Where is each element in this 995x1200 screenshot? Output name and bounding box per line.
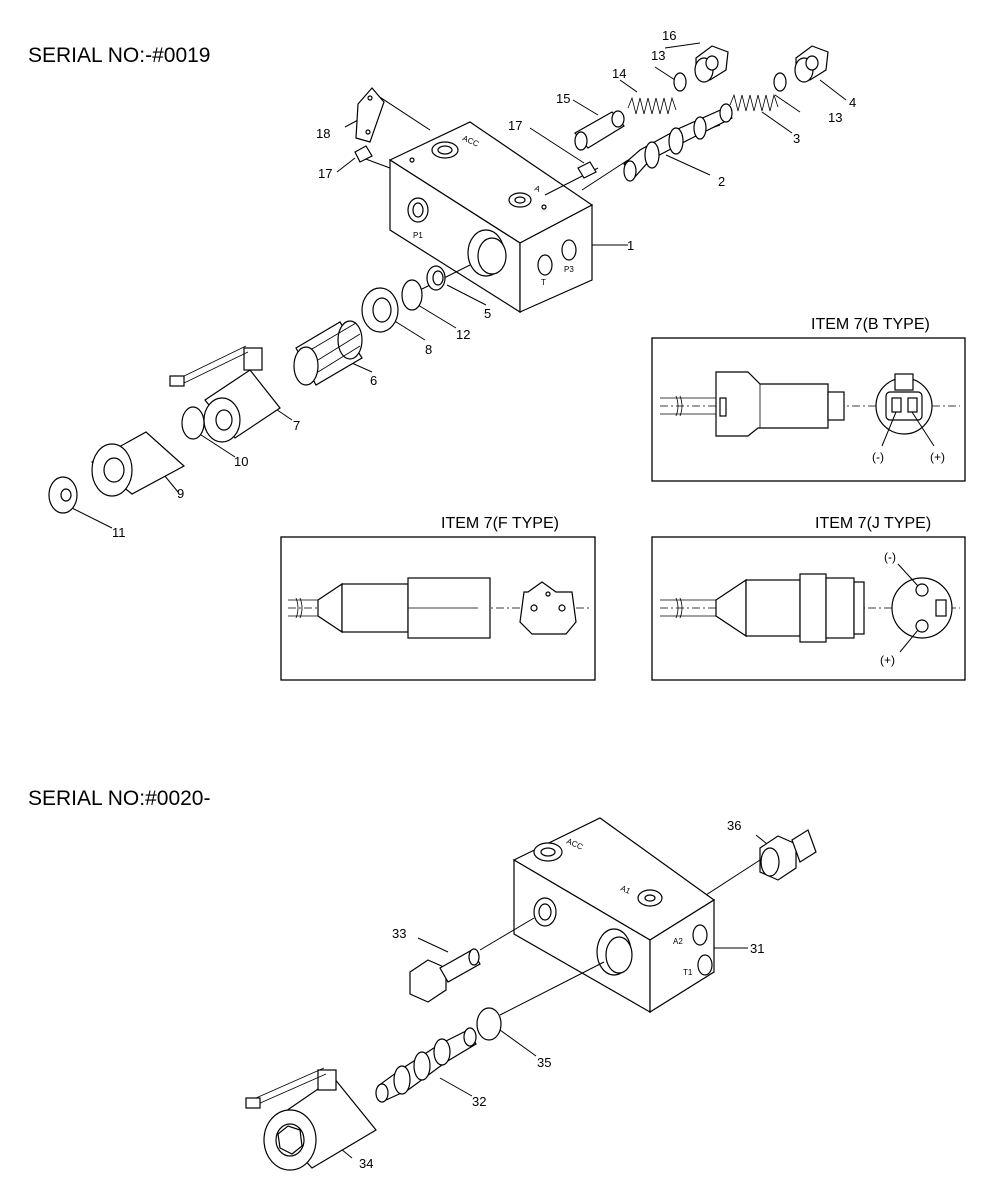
- callout-13a: 13: [651, 48, 665, 63]
- o-ring-part-13a: [673, 72, 687, 92]
- plug-part-4: [794, 45, 829, 83]
- pin-part-15: [574, 110, 625, 151]
- callout-8: 8: [425, 342, 432, 357]
- port-a-label: A: [533, 184, 542, 195]
- serial-heading-bottom: SERIAL NO:#0020-: [28, 787, 210, 810]
- spool-part-32: [375, 1027, 477, 1103]
- inset-j-type-title: ITEM 7(J TYPE): [815, 515, 931, 532]
- set-screw-part-17a: [354, 145, 373, 163]
- inset-b-plus-label: (+): [930, 450, 945, 464]
- callout-9: 9: [177, 486, 184, 501]
- port-t1-label: T1: [683, 968, 693, 977]
- callout-7: 7: [293, 418, 300, 433]
- callout-36: 36: [727, 818, 741, 833]
- port-a2-label: A2: [673, 937, 683, 946]
- callout-12: 12: [456, 327, 470, 342]
- port-p3-label: P3: [564, 265, 574, 274]
- serial-heading-top: SERIAL NO:-#0019: [28, 44, 210, 67]
- set-screw-part-17b: [577, 161, 597, 179]
- callout-14: 14: [612, 66, 626, 81]
- bolt-part-33: [409, 948, 481, 1003]
- valve-block-1: P1 T P3 A ACC: [388, 121, 594, 314]
- callout-32: 32: [472, 1094, 486, 1109]
- callout-11: 11: [112, 525, 126, 540]
- port-p1-label: P1: [413, 231, 423, 240]
- plate-part-18: [355, 87, 385, 143]
- o-ring-part-13b: [773, 72, 787, 92]
- inset-j-type: ITEM 7(J TYPE) (-) (+): [651, 515, 966, 681]
- callout-3: 3: [793, 131, 800, 146]
- callout-13b: 13: [828, 110, 842, 125]
- callout-33: 33: [392, 926, 406, 941]
- o-ring-part-12: [401, 279, 423, 311]
- callout-17b: 17: [508, 118, 522, 133]
- callout-5: 5: [484, 306, 491, 321]
- leader-lines-bottom: [329, 834, 773, 1159]
- o-ring-part-35: [476, 1007, 502, 1041]
- callout-17a: 17: [318, 166, 332, 181]
- inset-b-type-title: ITEM 7(B TYPE): [811, 316, 930, 333]
- valve-block-31: A2 T1 A1 ACC: [512, 817, 716, 1014]
- callout-10: 10: [234, 454, 248, 469]
- coil-part-34: [245, 1067, 377, 1171]
- callout-34: 34: [359, 1156, 373, 1171]
- callout-18: 18: [316, 126, 330, 141]
- callout-1: 1: [627, 238, 634, 253]
- o-ring-part-10: [181, 406, 205, 440]
- fitting-part-36: [759, 829, 817, 881]
- cover-part-9: [90, 431, 186, 497]
- spool-part-2: [623, 103, 733, 182]
- nut-part-8: [361, 287, 399, 333]
- inset-f-type: ITEM 7(F TYPE): [280, 515, 596, 681]
- coil-part-7: [169, 345, 281, 443]
- port-a1-label: A1: [619, 884, 632, 896]
- port-t-label: T: [541, 278, 546, 287]
- callout-6: 6: [370, 373, 377, 388]
- tube-part-6: [293, 320, 363, 386]
- inset-j-minus-label: (-): [884, 550, 896, 564]
- inset-b-minus-label: (-): [872, 450, 884, 464]
- inset-f-type-title: ITEM 7(F TYPE): [441, 515, 559, 532]
- callout-31: 31: [750, 941, 764, 956]
- spring-part-3: [729, 93, 779, 112]
- spring-part-14: [627, 96, 677, 115]
- nut-part-11: [48, 476, 78, 514]
- plug-part-16: [694, 45, 729, 83]
- seal-part-5: [426, 265, 446, 291]
- callout-16: 16: [662, 28, 676, 43]
- callout-4: 4: [849, 95, 856, 110]
- callout-15: 15: [556, 91, 570, 106]
- callout-2: 2: [718, 174, 725, 189]
- inset-b-type: ITEM 7(B TYPE) (-) (+): [651, 316, 966, 482]
- inset-j-plus-label: (+): [880, 653, 895, 667]
- callout-35: 35: [537, 1055, 551, 1070]
